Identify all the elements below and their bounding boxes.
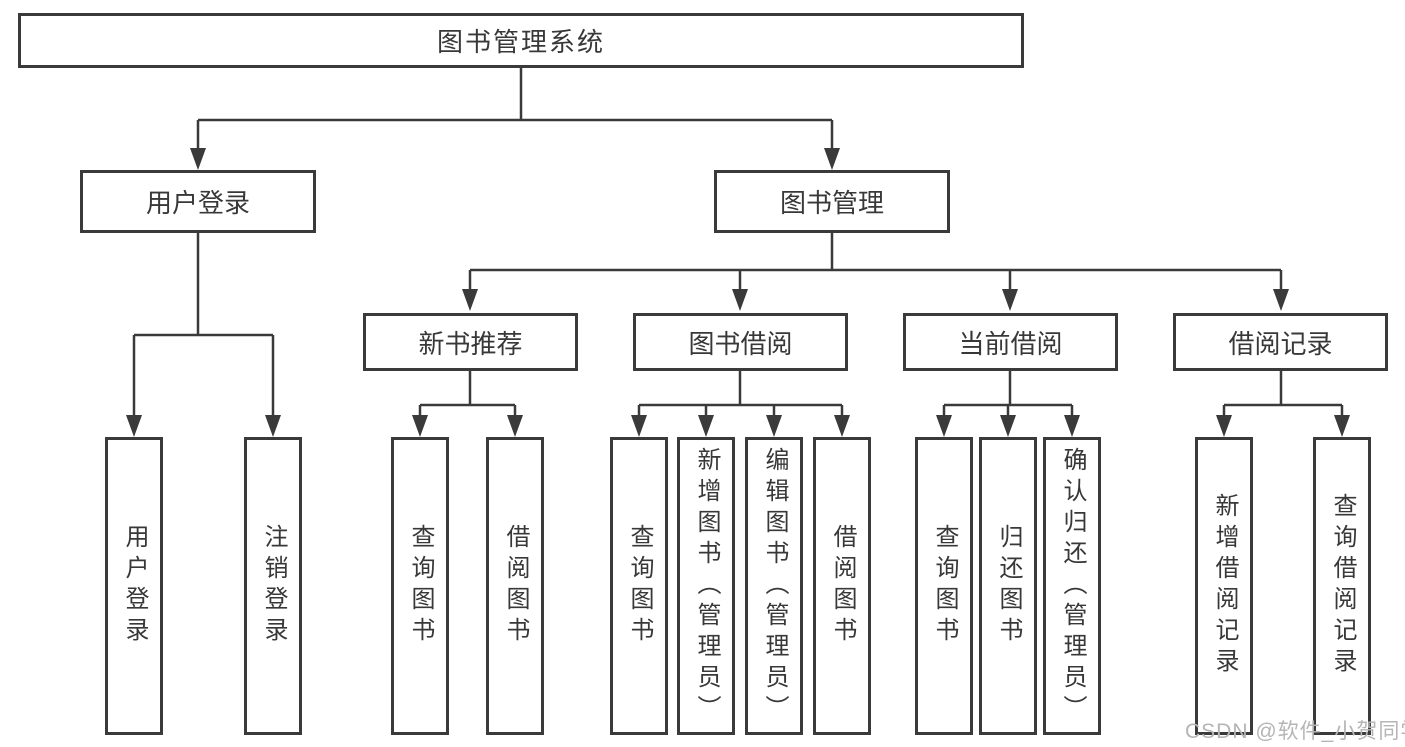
leaf-user-login: 用户登录: [105, 437, 163, 735]
leaf-query-books-borrowing: 查询图书: [610, 437, 668, 735]
leaf-label: 查询图书: [626, 524, 653, 648]
leaf-label: 用户登录: [121, 524, 148, 648]
leaf-label: 借阅图书: [502, 524, 529, 648]
leaf-add-book-admin: 新增图书（管理员）: [677, 437, 735, 735]
leaf-add-borrow-record: 新增借阅记录: [1195, 437, 1253, 735]
leaf-confirm-return-admin: 确认归还（管理员）: [1043, 437, 1101, 735]
leaf-label: 编辑图书（管理员）: [761, 446, 788, 726]
node-borrowing-records: 借阅记录: [1173, 313, 1388, 371]
leaf-borrow-books-recommend: 借阅图书: [486, 437, 544, 735]
node-new-book-recommendation: 新书推荐: [363, 313, 578, 371]
leaf-label: 借阅图书: [829, 524, 856, 648]
node-user-login: 用户登录: [80, 170, 316, 233]
node-label: 用户登录: [145, 188, 250, 218]
node-label: 当前借阅: [958, 328, 1063, 359]
tree-edges: [132, 68, 1344, 421]
leaf-label: 查询图书: [407, 524, 434, 648]
node-current-borrowing: 当前借阅: [903, 313, 1118, 371]
node-label: 图书管理系统: [436, 27, 605, 57]
node-label: 图书借阅: [688, 328, 793, 359]
leaf-borrow-books-borrowing: 借阅图书: [813, 437, 871, 735]
leaf-label: 确认归还（管理员）: [1059, 446, 1086, 726]
leaf-query-books-current: 查询图书: [915, 437, 973, 735]
arrowheads: [126, 148, 1350, 437]
leaf-return-books: 归还图书: [979, 437, 1037, 735]
watermark: CSDN @软件_小贺同学: [1185, 720, 1405, 743]
leaf-query-books-recommend: 查询图书: [391, 437, 449, 735]
leaf-label: 注销登录: [260, 524, 287, 648]
node-book-management: 图书管理: [714, 170, 950, 233]
leaf-label: 新增借阅记录: [1211, 493, 1238, 679]
node-label: 新书推荐: [418, 328, 523, 359]
leaf-query-borrow-record: 查询借阅记录: [1313, 437, 1371, 735]
leaf-edit-book-admin: 编辑图书（管理员）: [745, 437, 803, 735]
node-library-management-system: 图书管理系统: [18, 13, 1024, 68]
leaf-label: 查询借阅记录: [1329, 493, 1356, 679]
node-label: 借阅记录: [1228, 328, 1333, 359]
leaf-logout-login: 注销登录: [244, 437, 302, 735]
leaf-label: 查询图书: [931, 524, 958, 648]
leaf-label: 归还图书: [995, 524, 1022, 648]
node-book-borrowing: 图书借阅: [633, 313, 848, 371]
leaf-label: 新增图书（管理员）: [693, 446, 720, 726]
node-label: 图书管理: [779, 188, 884, 218]
